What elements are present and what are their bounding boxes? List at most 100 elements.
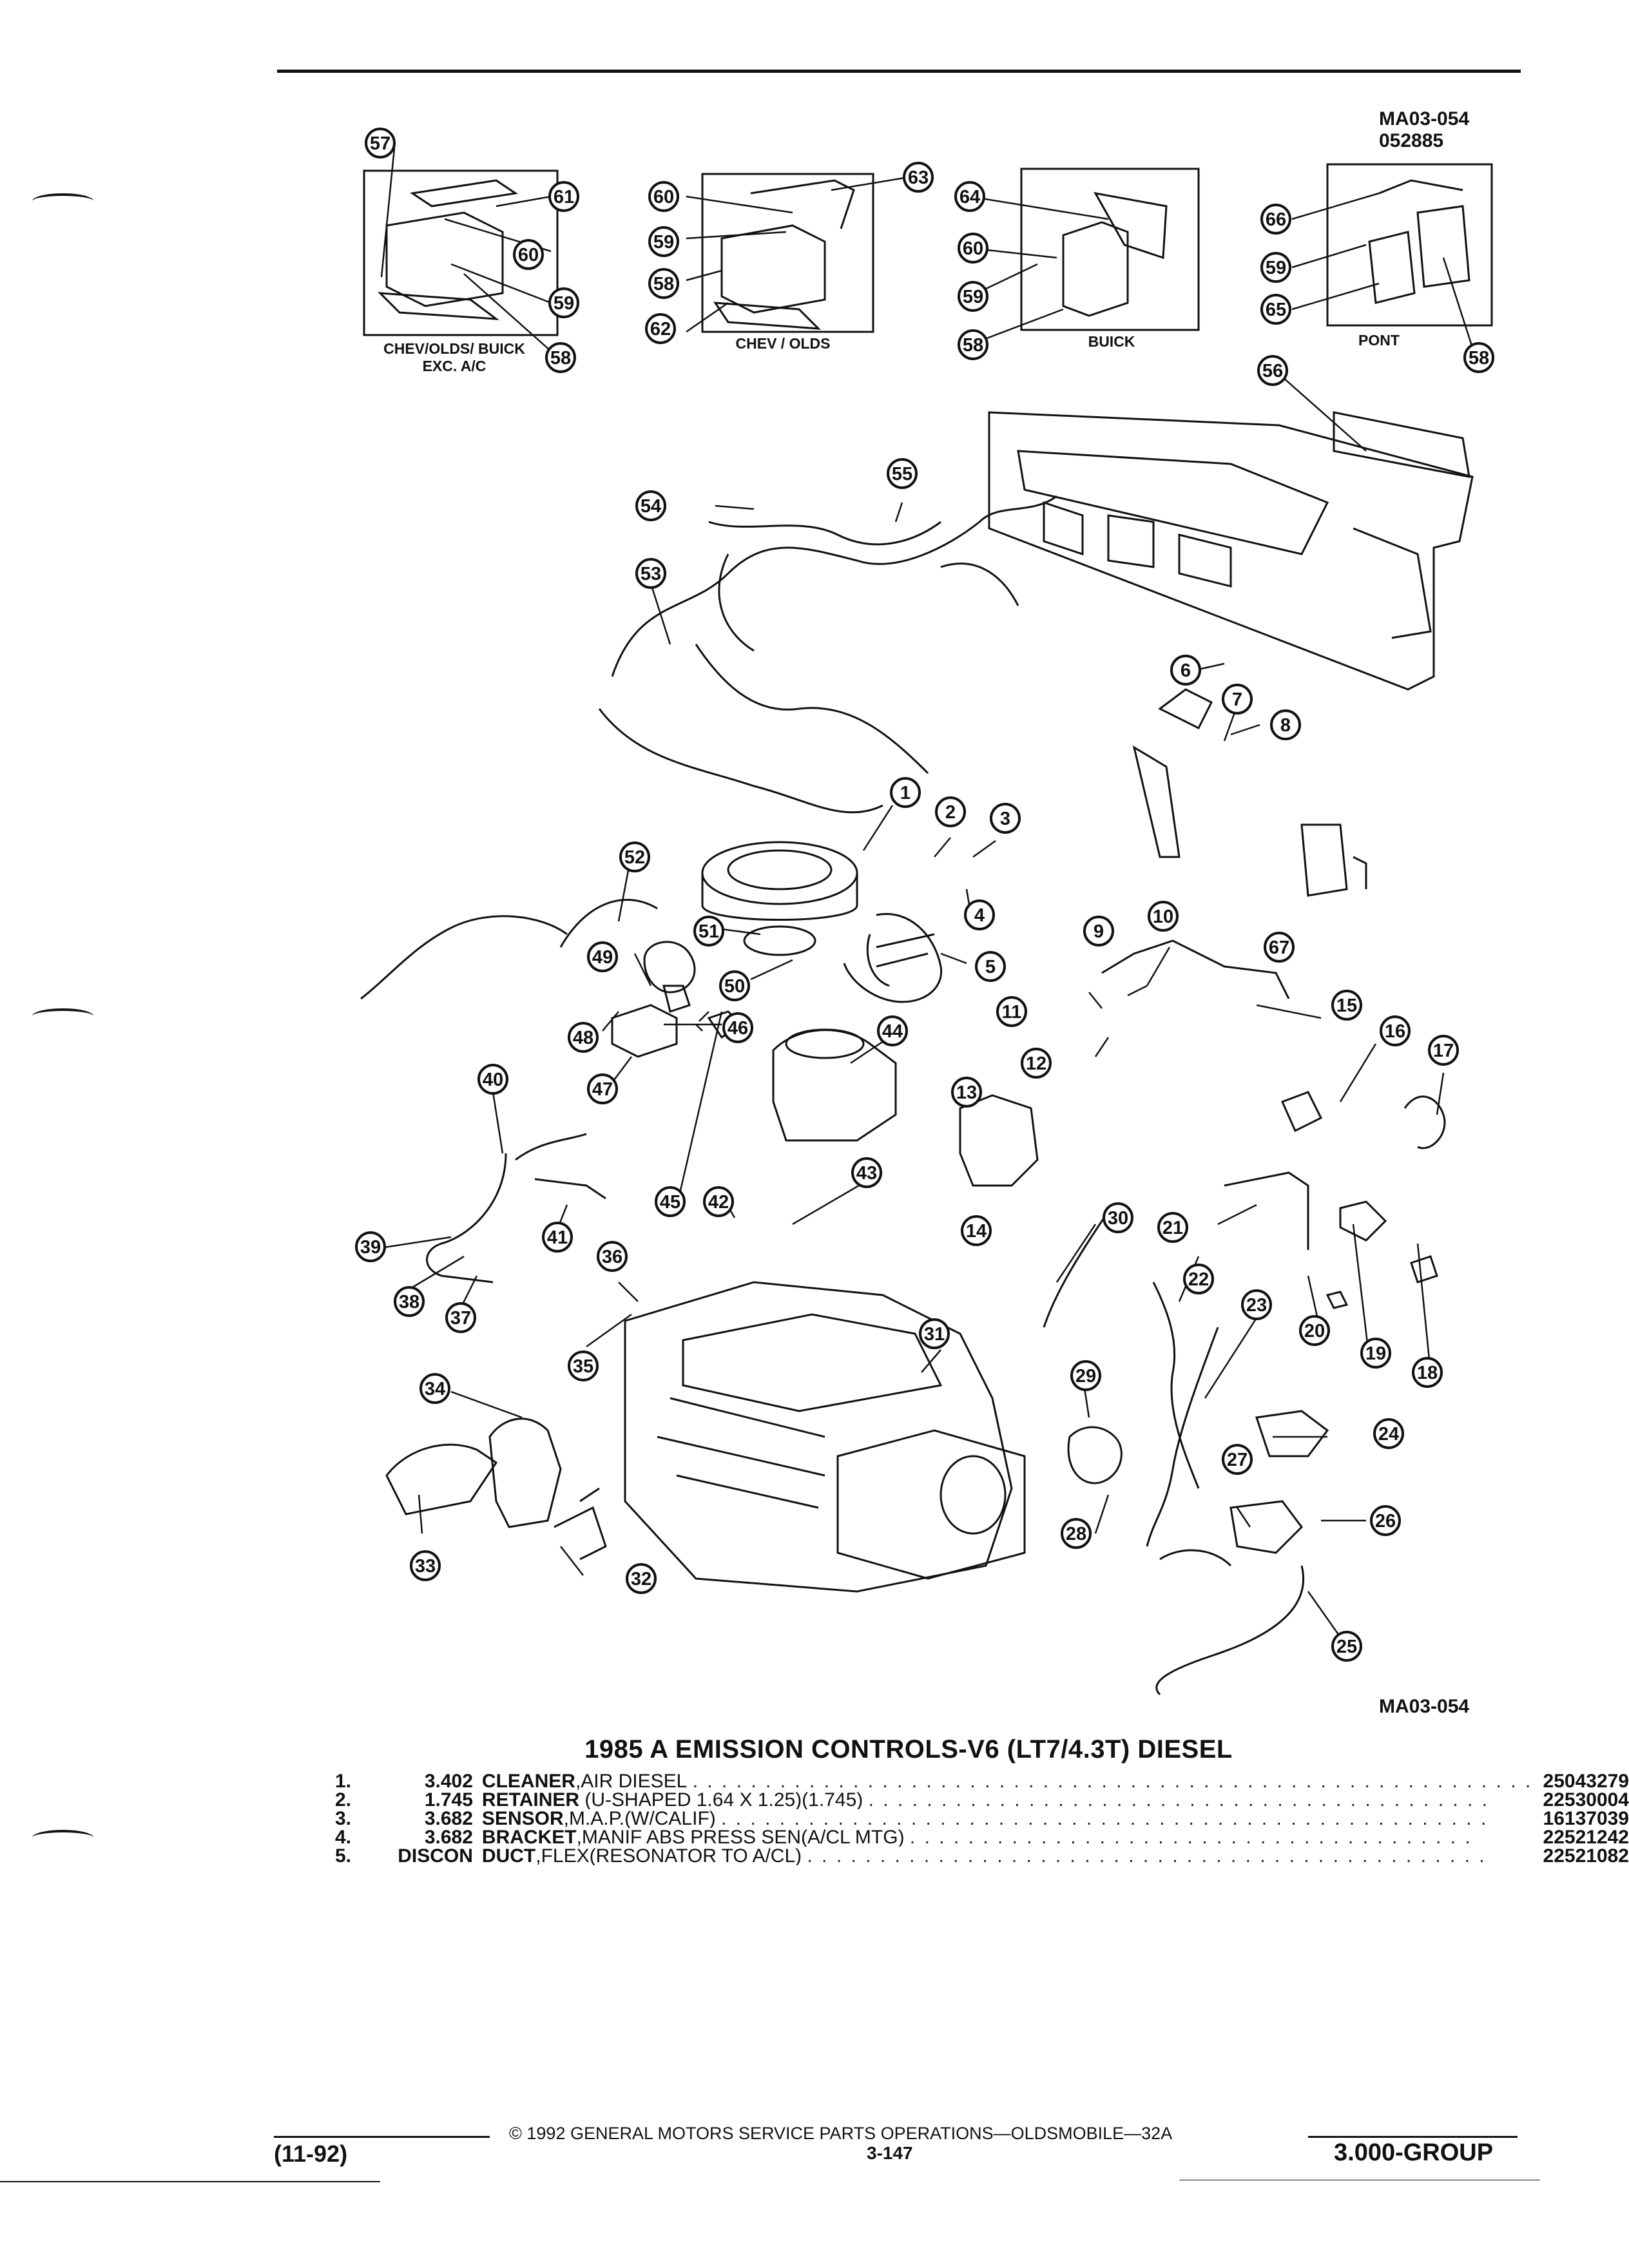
date-code: (11-92) <box>274 2140 348 2167</box>
svg-text:34: 34 <box>425 1379 445 1399</box>
callout-16: 16 <box>1380 1015 1411 1046</box>
footer-rule-right <box>1308 2136 1518 2138</box>
callout-59d: 59 <box>1260 252 1291 283</box>
callout-15: 15 <box>1331 990 1362 1021</box>
callout-53: 53 <box>635 558 666 589</box>
callout-17: 17 <box>1428 1035 1459 1066</box>
svg-text:10: 10 <box>1153 907 1173 927</box>
svg-text:37: 37 <box>450 1308 471 1329</box>
callout-58c: 58 <box>958 329 988 360</box>
table-row: 4. 3.682 BRACKET,MANIF ABS PRESS SEN(A/C… <box>335 1828 1629 1847</box>
table-row: 2. 1.745 RETAINER (U-SHAPED 1.64 X 1.25)… <box>335 1789 1629 1811</box>
svg-text:28: 28 <box>1066 1524 1086 1544</box>
callout-42: 42 <box>703 1186 734 1217</box>
callout-67: 67 <box>1264 932 1295 963</box>
item-name: DUCT <box>481 1847 536 1865</box>
callout-27: 27 <box>1222 1444 1253 1475</box>
wiring-harness <box>598 495 1057 814</box>
dot-leader: . . . . . . . . . . . . . . . . . . . . … <box>868 1791 1490 1809</box>
callout-6: 6 <box>1170 655 1201 686</box>
item-index: 5. <box>335 1845 352 1867</box>
svg-text:11: 11 <box>1002 1002 1022 1023</box>
svg-text:39: 39 <box>360 1237 381 1258</box>
hoses-and-tubes <box>360 899 1304 1696</box>
svg-text:59: 59 <box>653 232 674 253</box>
top-rule <box>277 70 1521 73</box>
svg-text:27: 27 <box>1227 1450 1248 1470</box>
inset-label-chev-olds: CHEV / OLDS <box>735 335 831 352</box>
item-part-number: 22530004 <box>1543 1789 1629 1811</box>
callout-37: 37 <box>445 1302 476 1333</box>
callout-32: 32 <box>626 1563 657 1594</box>
callout-59c: 59 <box>958 281 988 312</box>
callout-61: 61 <box>548 181 579 212</box>
item-name: BRACKET <box>481 1828 577 1847</box>
svg-text:60: 60 <box>963 238 983 259</box>
page-number: 3-147 <box>867 2143 913 2163</box>
callout-41: 41 <box>542 1222 573 1253</box>
callout-31: 31 <box>919 1318 950 1349</box>
svg-text:58: 58 <box>963 335 983 356</box>
svg-text:17: 17 <box>1433 1041 1454 1061</box>
svg-text:43: 43 <box>856 1163 877 1184</box>
item-index: 2. <box>335 1789 352 1811</box>
callout-18: 18 <box>1412 1357 1443 1388</box>
svg-text:13: 13 <box>956 1082 977 1103</box>
callout-12: 12 <box>1021 1048 1052 1079</box>
svg-text:54: 54 <box>641 496 661 517</box>
svg-text:50: 50 <box>724 976 745 997</box>
svg-text:35: 35 <box>573 1356 593 1377</box>
callout-52: 52 <box>619 841 650 872</box>
svg-text:4: 4 <box>974 905 985 926</box>
group-code: 3.000-GROUP <box>1334 2139 1494 2166</box>
callout-58d: 58 <box>1463 342 1494 373</box>
table-row: 1. 3.402 CLEANER,AIR DIESEL . . . . . . … <box>335 1772 1629 1791</box>
svg-text:9: 9 <box>1094 921 1104 942</box>
item-spec: (U-SHAPED 1.64 X 1.25)(1.745) <box>584 1791 863 1809</box>
svg-text:67: 67 <box>1269 937 1289 958</box>
callout-44: 44 <box>877 1015 908 1046</box>
callout-59b: 59 <box>648 226 679 257</box>
callout-40: 40 <box>477 1064 508 1095</box>
callout-34: 34 <box>419 1373 450 1404</box>
item-description: RETAINER (U-SHAPED 1.64 X 1.25)(1.745) .… <box>482 1791 1532 1809</box>
dot-leader: . . . . . . . . . . . . . . . . . . . . … <box>721 1809 1489 1828</box>
callout-66: 66 <box>1260 204 1291 235</box>
svg-text:59: 59 <box>963 287 983 307</box>
item-qty: 3.682 <box>424 1827 473 1848</box>
callout-9: 9 <box>1083 916 1114 947</box>
svg-text:26: 26 <box>1375 1511 1396 1532</box>
callout-19: 19 <box>1360 1338 1391 1369</box>
svg-text:21: 21 <box>1162 1218 1183 1238</box>
callout-1: 1 <box>890 777 921 808</box>
svg-text:60: 60 <box>653 187 674 207</box>
callout-50: 50 <box>719 970 750 1001</box>
item-description: CLEANER,AIR DIESEL . . . . . . . . . . .… <box>482 1772 1532 1791</box>
svg-text:12: 12 <box>1026 1053 1046 1074</box>
svg-text:24: 24 <box>1378 1424 1399 1445</box>
callout-13: 13 <box>951 1077 982 1108</box>
copyright-notice: © 1992 GENERAL MOTORS SERVICE PARTS OPER… <box>509 2124 1173 2143</box>
svg-text:60: 60 <box>518 245 539 265</box>
figure-ref-code: MA03-054 <box>1379 108 1470 130</box>
item-description: DUCT,FLEX(RESONATOR TO A/CL) . . . . . .… <box>482 1847 1532 1865</box>
dot-leader: . . . . . . . . . . . . . . . . . . . . … <box>692 1772 1533 1791</box>
item-index: 1. <box>335 1771 352 1792</box>
callout-58b: 58 <box>648 268 679 299</box>
svg-text:16: 16 <box>1385 1021 1405 1042</box>
svg-text:58: 58 <box>653 274 674 294</box>
page-title: 1985 A EMISSION CONTROLS-V6 (LT7/4.3T) D… <box>584 1735 1233 1763</box>
svg-text:44: 44 <box>882 1021 903 1042</box>
svg-text:5: 5 <box>985 957 996 977</box>
inset-label-pont: PONT <box>1358 332 1400 349</box>
callout-64: 64 <box>954 181 985 212</box>
dot-leader: . . . . . . . . . . . . . . . . . . . . … <box>909 1828 1472 1847</box>
svg-text:15: 15 <box>1336 995 1357 1016</box>
vacuum-components <box>772 823 1446 1250</box>
figure-ref-date: 052885 <box>1379 130 1444 151</box>
item-qty: 3.682 <box>424 1808 473 1829</box>
figure-ref-code-bottom: MA03-054 <box>1379 1696 1470 1717</box>
svg-text:42: 42 <box>708 1192 729 1213</box>
callout-20: 20 <box>1299 1315 1330 1346</box>
svg-text:58: 58 <box>1469 348 1489 369</box>
